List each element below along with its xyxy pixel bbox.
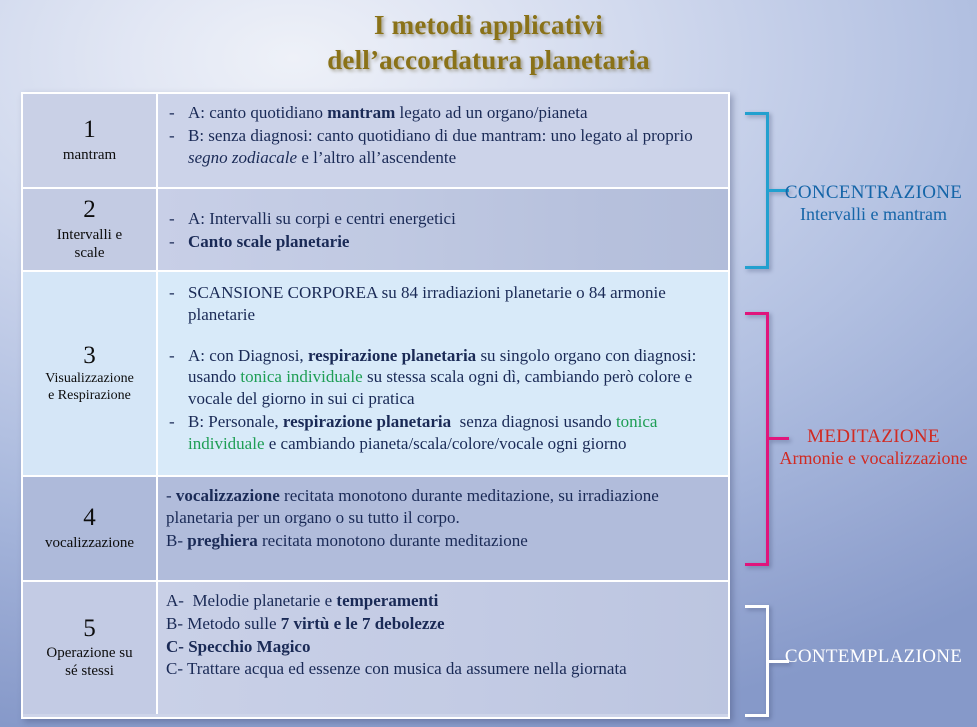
row-number: 1 [83, 116, 96, 144]
content-line: B- Metodo sulle 7 virtù e le 7 debolezze [166, 613, 718, 635]
text-run-bold: mantram [327, 103, 396, 122]
text-run: e l’altro all’ascendente [297, 147, 457, 167]
content-list: SCANSIONE CORPOREA su 84 irradiazioni pl… [166, 282, 718, 454]
content-line: B- preghiera recitata monotono durante m… [166, 530, 528, 550]
bracket-arm-bottom [745, 563, 769, 566]
row-number-cell-1: 1 mantram [23, 94, 158, 187]
content-line: C- Specchio Magico [166, 636, 718, 658]
bracket-tick [767, 437, 789, 440]
text-run-bold: temperamenti [336, 591, 439, 610]
title-line-1: I metodi applicativi [373, 10, 603, 40]
text-run: A: con Diagnosi, [188, 345, 308, 365]
bracket-arm-top [745, 312, 769, 315]
list-item: B: senza diagnosi: canto quotidiano di d… [166, 125, 718, 169]
group-label-line-2: Armonie e vocalizzazione [779, 448, 968, 469]
list-item: A: canto quotidiano mantram legato ad un… [166, 102, 718, 124]
page-title: I metodi applicativi dell’accordatura pl… [0, 8, 977, 77]
group-label-concentrazione: CONCENTRAZIONE Intervalli e mantram [770, 182, 977, 226]
text-run: A- Melodie planetarie e [166, 591, 337, 610]
text-run: e cambiando pianeta/scala/colore/vocale … [264, 433, 627, 453]
row-number: 5 [83, 614, 96, 642]
row-content-1: A: canto quotidiano mantram legato ad un… [158, 94, 728, 187]
group-label-line-1: CONCENTRAZIONE [784, 182, 963, 203]
text-run-bold: 7 virtù e le 7 debolezze [280, 613, 445, 633]
text-run: C- Trattare acqua ed essenze con musica … [166, 659, 627, 679]
content-list: A: Intervalli su corpi e centri energeti… [166, 208, 718, 254]
row-content-3: SCANSIONE CORPOREA su 84 irradiazioni pl… [158, 272, 728, 475]
text-run-bold: C- Specchio Magico [166, 636, 311, 656]
group-label-line-1: CONTEMPLAZIONE [784, 646, 963, 667]
content-line: - vocalizzazione recitata monotono duran… [166, 486, 659, 527]
list-item: A: Intervalli su corpi e centri energeti… [166, 208, 718, 230]
text-run: A: canto quotidiano [188, 103, 328, 122]
text-run: senza diagnosi usando [451, 411, 616, 431]
row-number: 3 [83, 341, 96, 369]
row-content-2: A: Intervalli su corpi e centri energeti… [158, 189, 728, 270]
text-run-bold: Canto scale planetarie [188, 231, 350, 251]
content-line: A- Melodie planetarie e temperamenti [166, 590, 718, 612]
group-label-contemplazione: CONTEMPLAZIONE [770, 646, 977, 668]
row-content-4: - vocalizzazione recitata monotono duran… [158, 477, 728, 580]
text-run-green: tonica individuale [188, 411, 658, 453]
text-run: legato ad un organo/pianeta [395, 103, 588, 122]
text-run: A: Intervalli su corpi e centri energeti… [188, 208, 456, 228]
text-run: B- Metodo sulle [166, 613, 281, 633]
text-run-bold: vocalizzazione [175, 486, 280, 505]
row-number: 4 [83, 504, 96, 532]
group-label-meditazione: MEDITAZIONE Armonie e vocalizzazione [770, 426, 977, 470]
text-run: B: Personale, [188, 411, 283, 431]
row-content-5: A- Melodie planetarie e temperamenti B- … [158, 582, 728, 714]
bracket-arm-bottom [745, 714, 769, 717]
group-label-line-1: MEDITAZIONE [807, 426, 940, 447]
text-run: recitata monotono durante meditazione [257, 530, 528, 550]
text-run: B: senza diagnosi: canto quotidiano di d… [188, 125, 693, 145]
row-number: 2 [83, 196, 96, 224]
group-label-line-2: Intervalli e mantram [800, 204, 947, 225]
bracket-arm-bottom [745, 266, 769, 269]
text-run-bold: preghiera [187, 530, 258, 550]
title-line-2: dell’accordatura planetaria [327, 44, 650, 75]
row-label: mantram [62, 146, 117, 163]
bracket-tick [767, 189, 789, 192]
table-row: 4 vocalizzazione - vocalizzazione recita… [23, 477, 728, 582]
list-item: Canto scale planetarie [166, 231, 718, 253]
content-line: C- Trattare acqua ed essenze con musica … [166, 658, 718, 680]
list-item: B: Personale, respirazione planetaria se… [166, 411, 718, 455]
text-run-bold: respirazione planetaria [282, 411, 452, 431]
list-item: SCANSIONE CORPOREA su 84 irradiazioni pl… [166, 282, 718, 326]
text-run: recitata monotono durante meditazione, s… [166, 486, 659, 527]
text-run: SCANSIONE CORPOREA su 84 irradiazioni pl… [188, 283, 666, 324]
list-item: A: con Diagnosi, respirazione planetaria… [166, 345, 718, 410]
text-run: su singolo organo con diagnosi: usando [188, 345, 697, 387]
methods-table: 1 mantram A: canto quotidiano mantram le… [21, 92, 730, 719]
text-run-bold: respirazione planetaria [307, 345, 477, 365]
content-list: A: canto quotidiano mantram legato ad un… [166, 102, 718, 168]
text-run-italic: segno zodiacale [188, 147, 298, 167]
row-number-cell-4: 4 vocalizzazione [23, 477, 158, 580]
text-run-green: tonica individuale [240, 367, 363, 387]
table-row: 1 mantram A: canto quotidiano mantram le… [23, 94, 728, 189]
bracket-tick [767, 660, 789, 663]
row-label: vocalizzazione [44, 534, 135, 551]
text-run: su stessa scala ogni dì, cambiando però … [188, 367, 693, 408]
bracket-arm-top [745, 605, 769, 608]
bracket-arm-top [745, 112, 769, 115]
